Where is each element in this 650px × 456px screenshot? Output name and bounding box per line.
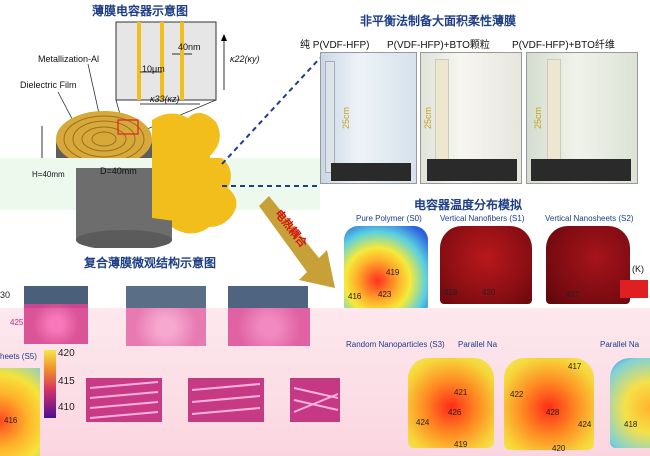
composite-box-particles [228, 308, 310, 346]
sim-s0-value: 416 [348, 292, 362, 301]
electrode-zoom-box [115, 21, 217, 101]
sim-cylinder-s0 [344, 226, 428, 310]
sim-s0-value: 419 [386, 268, 400, 277]
sim-s0-value: 423 [378, 290, 392, 299]
sim-label-s3: Random Nanoparticles (S3) [346, 340, 445, 349]
composite-box-particles [24, 304, 88, 344]
sim-s2-value: 417 [566, 290, 580, 299]
photo-fiber-film: 25cm [526, 52, 638, 184]
sim-s1-value: 420 [482, 288, 496, 297]
colorbar-fragment [620, 280, 648, 298]
sim-s3-value: 424 [416, 418, 430, 427]
sim-fragment-value: 416 [4, 416, 18, 425]
composite-cubes-fibers [86, 378, 340, 422]
kappa-y-label: κ22(κy) [230, 54, 260, 64]
sim-label-s2: Vertical Nanosheets (S2) [545, 214, 634, 223]
film-capacitor-title: 薄膜电容器示意图 [92, 4, 189, 18]
sim-s3-value: 426 [448, 408, 462, 417]
dielectric-label: Dielectric Film [20, 80, 77, 90]
coupling-arrow [259, 196, 335, 288]
sim-cylinder-s4 [504, 358, 594, 450]
diameter-label: D=40mm [100, 166, 137, 176]
photo-particle-film: 25cm [420, 52, 522, 184]
sample-label-fibers: P(VDF-HFP)+BTO纤维 [512, 40, 615, 51]
electrode-strip [137, 22, 141, 100]
colorbar-tick: 410 [58, 402, 75, 413]
sim-label-s4: Parallel Na [458, 340, 498, 349]
sim-cylinder-s5 [610, 358, 650, 448]
sim-cylinder-s1 [440, 226, 532, 304]
sim-cylinder-s3 [408, 358, 494, 448]
zoom-marker [117, 119, 139, 135]
colorbar-tick: 425 [10, 318, 24, 327]
capacitor-cylinder-lower [76, 158, 237, 248]
photo-pure-film: 25cm [320, 52, 417, 184]
sim-s3-value: 421 [454, 388, 468, 397]
electrode-strip [180, 22, 184, 100]
colorbar-tick: 415 [58, 376, 75, 387]
sample-label-particles: P(VDF-HFP)+BTO颗粒 [387, 40, 490, 51]
kappa-z-label: κ33(κz) [150, 94, 180, 104]
sim-s4-value: 422 [510, 390, 524, 399]
composite-box-particles [126, 308, 206, 346]
svg-text:30: 30 [0, 290, 10, 300]
sim-label-s0: Pure Polymer (S0) [356, 214, 422, 223]
sim-label-s5: Parallel Na [600, 340, 640, 349]
sim-fragment-left [0, 368, 40, 456]
dim-10um-label: 10μm [142, 64, 165, 74]
colorbar-tick: 420 [58, 348, 75, 359]
electrode-strip [160, 22, 164, 100]
sim-s4-value: 420 [552, 444, 566, 453]
sample-label-pure: 纯 P(VDF-HFP) [300, 40, 370, 51]
sim-s4-value: 424 [578, 420, 592, 429]
colorbar [44, 350, 56, 418]
simulation-title: 电容器温度分布模拟 [414, 198, 523, 212]
fabrication-title: 非平衡法制备大面积柔性薄膜 [360, 14, 517, 28]
dim-40nm-label: 40nm [178, 42, 201, 52]
wound-film-top [56, 111, 152, 167]
microstructure-title: 复合薄膜微观结构示意图 [84, 256, 217, 270]
sim-cylinder-s2 [546, 226, 630, 304]
metallization-label: Metallization-Al [38, 54, 100, 64]
sim-s3-value: 419 [454, 440, 468, 449]
height-label: H=40mm [32, 170, 65, 179]
sim-s5-value: 418 [624, 420, 638, 429]
unit-label: (K) [632, 264, 644, 274]
sim-s4-value: 428 [546, 408, 560, 417]
sim-s1-value: 418 [444, 288, 458, 297]
left-fragment-label: heets (S5) [0, 352, 37, 361]
sim-label-s1: Vertical Nanofibers (S1) [440, 214, 525, 223]
sim-s4-value: 417 [568, 362, 582, 371]
